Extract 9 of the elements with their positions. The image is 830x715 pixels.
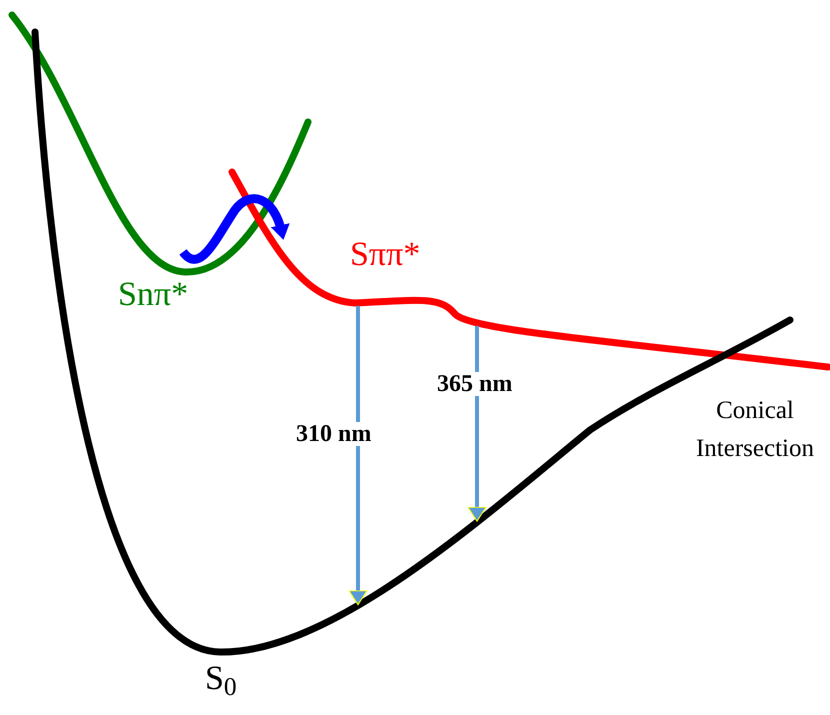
- annotation-text: Conical Intersection: [694, 396, 815, 464]
- edge-label: 365 nm: [437, 372, 512, 396]
- edge-label: 310 nm: [296, 422, 372, 446]
- arrow: [348, 306, 368, 606]
- curve-label: Sππ*: [350, 238, 420, 272]
- curve-label: Snπ*: [118, 278, 188, 312]
- arrow: [180, 194, 290, 264]
- arrow: [468, 326, 486, 522]
- curve-label: S$_{0}$: [205, 662, 237, 696]
